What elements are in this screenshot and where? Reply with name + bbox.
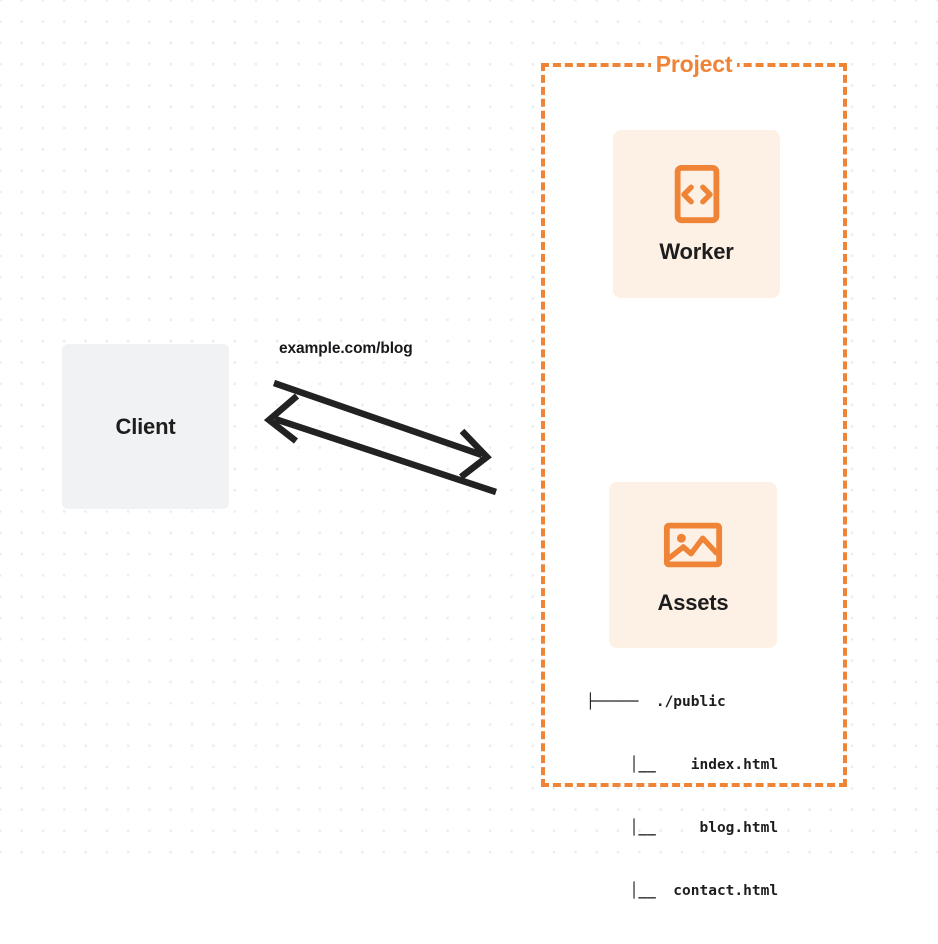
node-client[interactable]: Client [62,344,229,509]
arrow-project-to-client [263,393,498,496]
file-tree-row: ├───── ./public [586,694,726,710]
diagram-canvas: Client example.com/blog Project Worker [0,0,938,899]
file-tree-row: │__ contact.html [586,883,779,899]
node-assets[interactable]: Assets [609,482,777,648]
file-tree-row: │__ blog.html [586,820,779,836]
node-assets-label: Assets [657,590,729,615]
node-worker-label: Worker [659,239,734,264]
node-client-label: Client [115,413,176,439]
image-icon [663,522,723,568]
arrow-client-to-project [272,379,492,480]
assets-file-tree: ├───── ./public │__ index.html │__ blog.… [586,650,778,944]
node-worker[interactable]: Worker [613,130,780,298]
file-tree-row: │__ index.html [586,757,779,773]
code-brackets-icon [674,164,719,224]
edge-label-request-url: example.com/blog [279,340,413,357]
